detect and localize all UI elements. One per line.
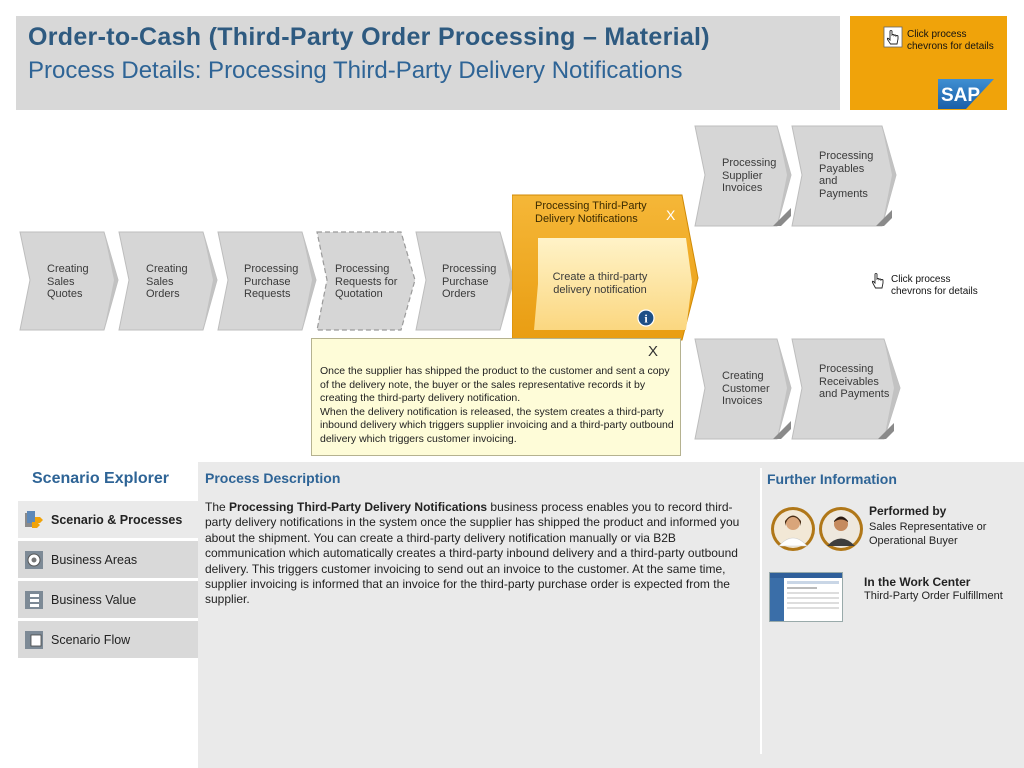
chevron-processing-purchase-requests[interactable]: Processing Purchase Requests <box>216 230 318 332</box>
work-center-thumbnail[interactable] <box>769 572 843 627</box>
chevron-label: Processing Supplier Invoices <box>722 157 777 194</box>
chevron-label: Processing Purchase Requests <box>244 263 299 300</box>
sub-step-create-delivery-notification[interactable]: Create a third-party delivery notificati… <box>552 271 648 296</box>
nav-item-business-value[interactable]: Business Value <box>18 581 198 619</box>
content-panel <box>198 462 1024 768</box>
popup-paragraph: Once the supplier has shipped the produc… <box>320 365 670 405</box>
chevron-label: Processing Payables and Payments <box>819 150 874 200</box>
chevron-processing-requests-for-quotation[interactable]: Processing Requests for Quotation <box>315 230 417 332</box>
side-hint-text: Click process chevrons for details <box>891 274 978 297</box>
chevron-label: Processing Purchase Orders <box>442 263 497 300</box>
nav-item-business-areas[interactable]: Business Areas <box>18 541 198 579</box>
chevron-processing-payables-and-payments[interactable]: Processing Payables and Payments <box>790 124 898 228</box>
popup-paragraph: When the delivery notification is releas… <box>320 405 674 445</box>
scenario-icon <box>24 510 46 535</box>
chevron-label: Creating Customer Invoices <box>722 370 770 407</box>
sap-logo: SAP <box>938 79 994 114</box>
work-center-label: In the Work Center <box>864 575 971 589</box>
page-title: Order-to-Cash (Third-Party Order Process… <box>28 23 710 51</box>
performed-by-value: Sales Representative or Operational Buye… <box>869 521 987 547</box>
flow-icon <box>24 630 46 655</box>
work-center-value[interactable]: Third-Party Order Fulfillment <box>864 590 1003 602</box>
info-icon[interactable]: i <box>637 309 655 332</box>
nav-label: Business Value <box>51 593 137 607</box>
active-step-title: Processing Third-Party Delivery Notifica… <box>535 200 647 225</box>
chevron-label: Processing Requests for Quotation <box>335 263 398 300</box>
further-information-title: Further Information <box>767 471 897 487</box>
scenario-explorer-title: Scenario Explorer <box>32 470 169 487</box>
nav-item-scenario-processes[interactable]: Scenario & Processes <box>18 501 198 539</box>
chevron-processing-receivables-and-payments[interactable]: Processing Receivables and Payments <box>790 337 902 441</box>
hand-pointer-icon <box>869 272 887 297</box>
nav-label: Scenario Flow <box>51 633 131 647</box>
sap-logo-text: SAP <box>941 85 980 106</box>
nav-label: Business Areas <box>51 553 138 567</box>
process-description-text: The Processing Third-Party Delivery Noti… <box>205 500 745 608</box>
process-description-name: Processing Third-Party Delivery Notifica… <box>229 500 488 514</box>
chevron-creating-sales-quotes[interactable]: Creating Sales Quotes <box>18 230 120 332</box>
popup-text: Once the supplier has shipped the produc… <box>320 365 680 447</box>
performed-by-label: Performed by <box>869 504 947 518</box>
nav-label: Scenario & Processes <box>51 513 183 527</box>
chevron-label: Creating Sales Orders <box>146 263 188 300</box>
info-icon-glyph: i <box>644 312 648 326</box>
page-subtitle: Process Details: Processing Third-Party … <box>28 57 683 84</box>
chevron-creating-sales-orders[interactable]: Creating Sales Orders <box>117 230 219 332</box>
chevron-processing-supplier-invoices[interactable]: Processing Supplier Invoices <box>693 124 793 228</box>
nav-item-scenario-flow[interactable]: Scenario Flow <box>18 621 198 659</box>
process-description-body: business process enables you to record t… <box>205 500 740 607</box>
step-detail-popup: X Once the supplier has shipped the prod… <box>311 338 681 456</box>
active-step-close-button[interactable]: X <box>666 207 676 223</box>
column-divider <box>760 468 762 754</box>
chevron-processing-third-party-delivery-notifications[interactable] <box>512 194 702 344</box>
brand-hint-text: Click process chevrons for details <box>907 29 994 52</box>
avatar <box>771 506 865 557</box>
value-icon <box>24 590 46 615</box>
chevron-label: Creating Sales Quotes <box>47 263 89 300</box>
chevron-creating-customer-invoices[interactable]: Creating Customer Invoices <box>693 337 793 441</box>
chevron-processing-purchase-orders[interactable]: Processing Purchase Orders <box>414 230 516 332</box>
gear-icon <box>24 550 46 575</box>
process-description-title: Process Description <box>205 470 341 486</box>
chevron-label: Processing Receivables and Payments <box>819 363 890 400</box>
header-banner: Order-to-Cash (Third-Party Order Process… <box>16 16 840 110</box>
popup-close-button[interactable]: X <box>647 343 658 360</box>
brand-panel: Click process chevrons for details SAP <box>850 16 1007 110</box>
process-description-lead: The <box>205 500 230 514</box>
hand-pointer-icon <box>883 26 903 53</box>
